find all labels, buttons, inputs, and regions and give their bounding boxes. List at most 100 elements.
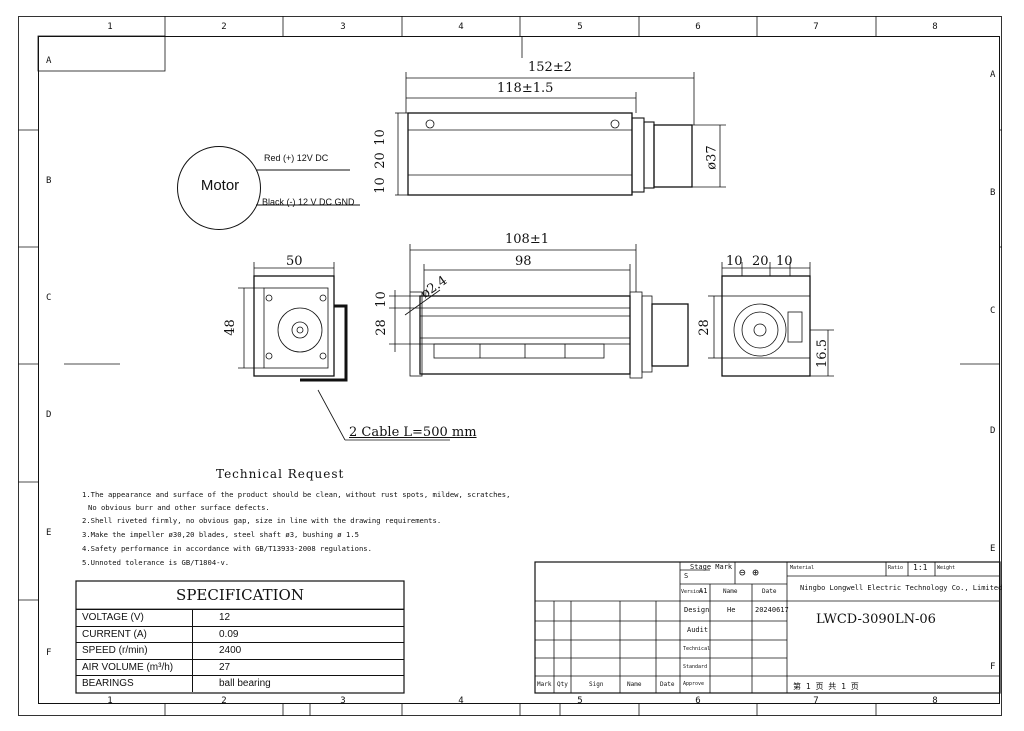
page-count: 第 1 页 共 1 页 <box>793 682 859 691</box>
weight-label: Weight <box>937 565 956 571</box>
design-date: 20240617 <box>755 606 789 614</box>
approve-label: Approve <box>683 681 705 687</box>
spec-row-speed: SPEED (r/min) 2400 <box>76 643 404 660</box>
motor-symbol: Motor <box>177 146 261 230</box>
row-letter: A <box>990 70 996 80</box>
row-letter: F <box>990 662 996 672</box>
dim-top-v3: 10 <box>372 177 388 194</box>
dim-side-height: 48 <box>222 319 238 336</box>
dim-top-v2: 20 <box>372 152 388 169</box>
row-letter: D <box>990 426 996 436</box>
column-number: 8 <box>932 22 938 32</box>
column-number: 1 <box>107 22 113 32</box>
row-letter: B <box>990 188 996 198</box>
ratio-value: 1:1 <box>913 563 928 572</box>
version-value: A1 <box>699 587 708 595</box>
ratio-label: Ratio <box>888 565 904 571</box>
rev-header-name: Name <box>627 681 642 688</box>
spec-row-air-volume: AIR VOLUME (m³/h) 27 <box>76 659 404 676</box>
spec-label: CURRENT (A) <box>76 626 193 642</box>
spec-row-current: CURRENT (A) 0.09 <box>76 626 404 643</box>
spec-label: BEARINGS <box>76 676 193 692</box>
dim-end-h2: 20 <box>752 254 769 269</box>
technical-request-item: 1.The appearance and surface of the prod… <box>82 490 511 499</box>
technical-request-title: Technical Request <box>216 467 345 481</box>
row-letter: B <box>46 176 52 186</box>
column-number: 5 <box>577 22 583 32</box>
column-number: 4 <box>458 22 464 32</box>
column-number: 8 <box>932 696 938 706</box>
spec-value: ball bearing <box>219 678 271 689</box>
stage-mark-label: Stage Mark <box>690 563 733 571</box>
column-number: 6 <box>695 696 701 706</box>
technical-request-item: 3.Make the impeller ø30,20 blades, steel… <box>82 530 359 539</box>
rev-header-sign: Sign <box>589 681 604 688</box>
row-letter: A <box>46 56 52 66</box>
dim-overall-length: 152±2 <box>528 60 572 75</box>
designer-name: He <box>727 606 736 614</box>
rev-header-date: Date <box>660 681 675 688</box>
design-label: Design <box>684 606 710 614</box>
dim-body-length: 118±1.5 <box>497 81 554 96</box>
row-letter: D <box>46 410 52 420</box>
motor-label: Motor <box>200 177 240 194</box>
spec-label: AIR VOLUME (m³/h) <box>76 659 193 675</box>
column-number: 2 <box>221 22 227 32</box>
dim-front-v1: 10 <box>373 291 389 308</box>
column-number: 3 <box>340 22 346 32</box>
spec-value: 0.09 <box>219 628 239 640</box>
audit-label: Audit <box>687 626 709 634</box>
dim-front-overall: 108±1 <box>505 232 549 247</box>
part-number: LWCD-3090LN-06 <box>816 612 936 627</box>
dim-end-v2: 16.5 <box>814 339 830 368</box>
version-label: Version <box>681 589 703 595</box>
dim-top-v1: 10 <box>372 129 388 146</box>
rev-header-qty: Qty <box>557 681 568 688</box>
date-column-label: Date <box>762 588 777 595</box>
spec-value: 12 <box>219 612 231 623</box>
stage-mark-value: S <box>684 572 689 580</box>
company-name: Ningbo Longwell Electric Technology Co.,… <box>800 584 1003 592</box>
name-column-label: Name <box>723 588 738 595</box>
spec-value: 27 <box>219 661 231 673</box>
material-label: Material <box>790 565 815 571</box>
technical-request-item: 5.Unnoted tolerance is GB/T1804-v. <box>82 558 230 567</box>
dim-end-v1: 28 <box>696 319 712 336</box>
spec-row-voltage: VOLTAGE (V) 12 <box>76 610 404 627</box>
technical-label: Technical <box>683 646 711 652</box>
spec-label: SPEED (r/min) <box>76 643 193 659</box>
drawing-frame <box>38 36 1000 704</box>
column-number: 2 <box>221 696 227 706</box>
rev-header-mark: Mark <box>537 681 552 688</box>
specification-table: SPECIFICATION VOLTAGE (V) 12 CURRENT (A) 0… <box>76 581 404 692</box>
dim-end-h1: 10 <box>726 254 743 269</box>
row-letter: C <box>990 306 996 316</box>
row-letter: C <box>46 293 52 303</box>
specification-title: SPECIFICATION <box>76 581 404 610</box>
dim-side-width: 50 <box>286 254 303 269</box>
column-number: 5 <box>577 696 583 706</box>
technical-request-item: 2.Shell riveted firmly, no obvious gap, … <box>82 516 442 525</box>
projection-symbol-icon: ⊖ ⊕ <box>739 566 759 579</box>
technical-request-item: No obvious burr and other surface defect… <box>88 503 270 512</box>
row-letter: F <box>46 648 52 658</box>
spec-value: 2400 <box>219 645 242 656</box>
sheet-border <box>18 16 1002 716</box>
dim-front-v2: 28 <box>373 319 389 336</box>
column-number: 7 <box>813 22 819 32</box>
spec-label: VOLTAGE (V) <box>76 610 193 626</box>
column-number: 4 <box>458 696 464 706</box>
column-number: 3 <box>340 696 346 706</box>
dim-motor-diameter: ø37 <box>704 145 720 170</box>
black-wire-label: Black (-) 12 V DC GND <box>262 197 355 207</box>
red-wire-label: Red (+) 12V DC <box>264 153 329 163</box>
dim-end-h3: 10 <box>776 254 793 269</box>
technical-request-item: 4.Safety performance in accordance with … <box>82 544 372 553</box>
spec-row-bearings: BEARINGS ball bearing <box>76 676 404 692</box>
column-number: 7 <box>813 696 819 706</box>
row-letter: E <box>46 528 52 538</box>
cable-callout: 2 Cable L=500 mm <box>349 425 477 440</box>
standard-label: Standard <box>683 664 708 670</box>
column-number: 1 <box>107 696 113 706</box>
